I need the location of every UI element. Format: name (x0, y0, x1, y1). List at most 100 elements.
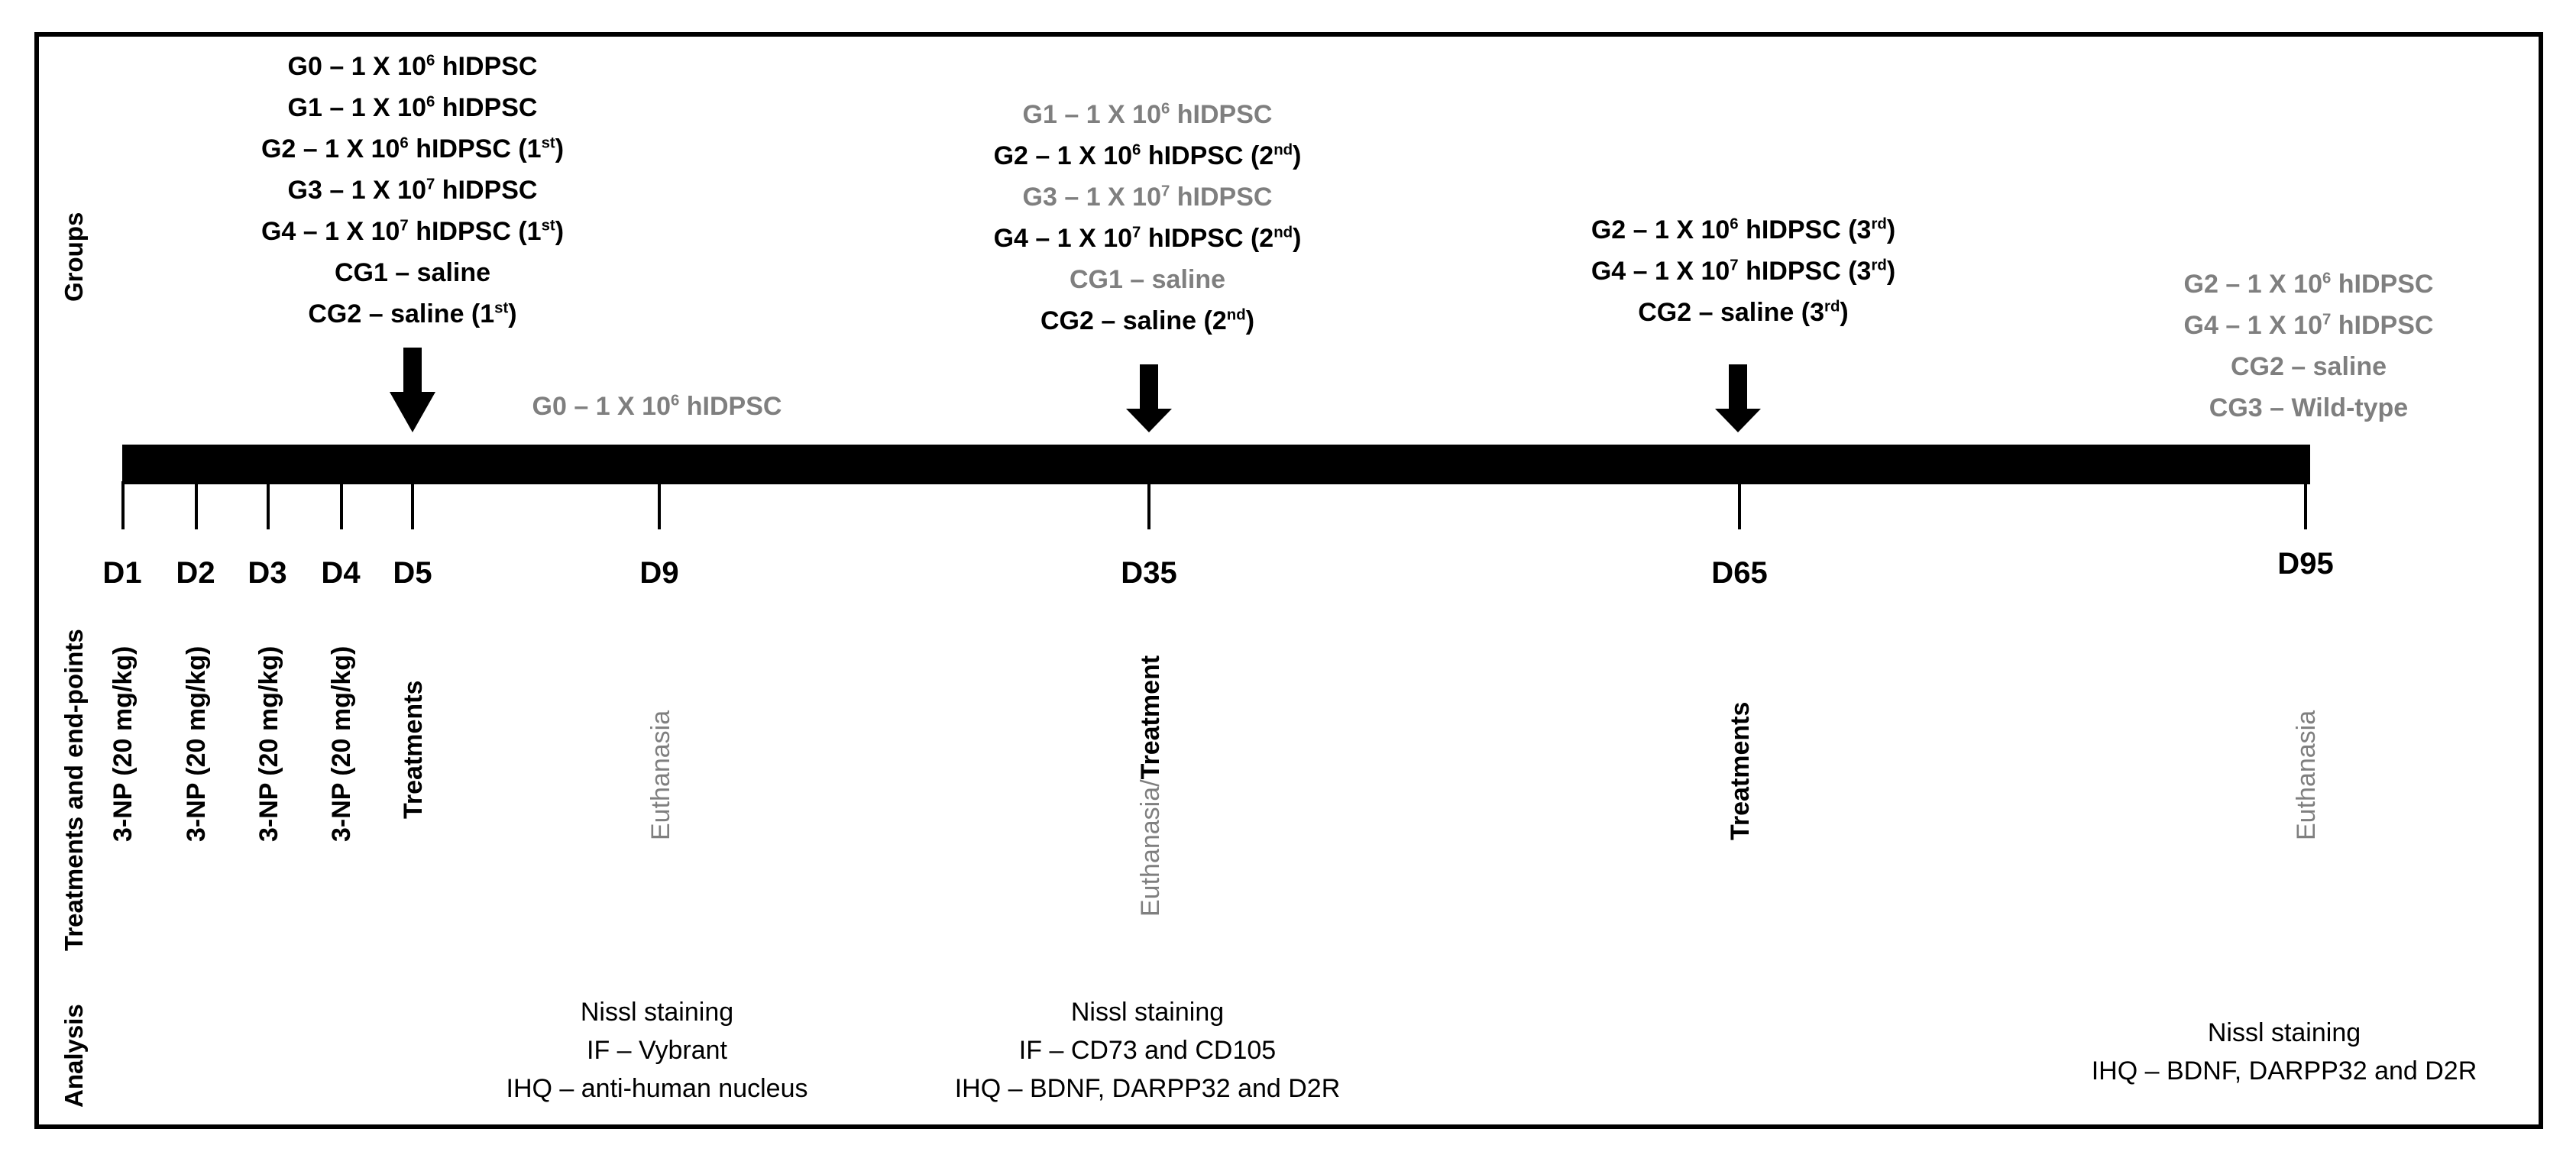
group-line-text: hIDPSC (2331, 270, 2434, 299)
group-line-text: hIDPSC (435, 93, 538, 122)
timeline-tick (2304, 481, 2307, 529)
group-line: G2 – 1 X 106 hIDPSC (3rd) (1591, 209, 1895, 251)
group-line-text: CG1 – saline (1069, 265, 1226, 294)
group-line-superscript: st (541, 217, 555, 235)
group-line: G1 – 1 X 106 hIDPSC (994, 94, 1302, 135)
group-line-text: G3 – 1 X 10 (287, 176, 426, 205)
analysis-line: IHQ – BDNF, DARPP32 and D2R (2091, 1056, 2477, 1085)
analysis-line: Nissl staining (580, 998, 734, 1027)
group-line-text: CG1 – saline (334, 258, 491, 287)
treatment-label: 3-NP (20 mg/kg) (254, 645, 283, 842)
down-arrow-icon (390, 348, 435, 432)
day-label: D4 (321, 556, 361, 590)
group-line-superscript: 7 (1132, 224, 1141, 241)
group-line-superscript: st (494, 299, 509, 317)
group-line-text: hIDPSC (435, 176, 538, 205)
group-line-text: G3 – 1 X 10 (1022, 183, 1161, 212)
group-line-superscript: nd (1273, 224, 1293, 241)
group-line-text: hIDPSC (1 (408, 217, 542, 246)
day-label: D9 (639, 556, 679, 590)
analysis-line: Nissl staining (2207, 1018, 2361, 1047)
group-line-superscript: 7 (426, 176, 435, 193)
group-line-text: hIDPSC (3 (1738, 257, 1872, 286)
group-line-text: ) (1293, 141, 1302, 170)
timeline-tick (195, 481, 198, 529)
group-line-superscript: 7 (400, 217, 409, 235)
group-line-superscript: 6 (2322, 270, 2332, 287)
group-line: G4 – 1 X 107 hIDPSC (2184, 305, 2434, 346)
group-line: CG2 – saline (1st) (261, 293, 564, 335)
group-line: CG1 – saline (994, 259, 1302, 300)
group-line-text: ) (555, 217, 565, 246)
group-block-d65: G2 – 1 X 106 hIDPSC (3rd)G4 – 1 X 107 hI… (1591, 209, 1895, 333)
timeline-tick (121, 481, 125, 529)
group-line-superscript: rd (1871, 215, 1887, 233)
day-label: D35 (1121, 556, 1177, 590)
timeline-tick (1147, 481, 1150, 529)
group-line-text: hIDPSC (2 (1141, 141, 1274, 170)
treatment-label: Treatments (1726, 701, 1755, 840)
group-line: CG2 – saline (2184, 346, 2434, 387)
treatment-label: 3-NP (20 mg/kg) (327, 645, 356, 842)
group-line-superscript: nd (1273, 141, 1293, 159)
analysis-line: Nissl staining (1070, 998, 1225, 1027)
day-label: D95 (2277, 547, 2334, 581)
group-line-text: G4 – 1 X 10 (261, 217, 400, 246)
treatment-label: Euthanasia (646, 710, 675, 840)
group-line-text: hIDPSC (3 (1738, 215, 1872, 244)
timeline-tick (267, 481, 270, 529)
group-line-superscript: nd (1226, 306, 1246, 324)
treatment-label-part: Euthanasia/ (1136, 779, 1165, 917)
group-line: CG2 – saline (3rd) (1591, 292, 1895, 333)
group-line-text: hIDPSC (1170, 100, 1273, 129)
analysis-line: IHQ – anti-human nucleus (506, 1074, 808, 1103)
group-line: G3 – 1 X 107 hIDPSC (261, 170, 564, 211)
group-line-text: ) (1886, 257, 1896, 286)
group-line-superscript: 6 (426, 52, 435, 70)
group-line-text: CG3 – Wild-type (2209, 393, 2409, 422)
timeline-tick (1738, 481, 1741, 529)
group-line-text: G0 – 1 X 10 (532, 392, 671, 421)
group-line: G0 – 1 X 106 hIDPSC (532, 386, 782, 427)
group-line: CG1 – saline (261, 252, 564, 293)
group-line: G4 – 1 X 107 hIDPSC (2nd) (994, 218, 1302, 259)
group-line-text: ) (1245, 306, 1255, 335)
group-line-text: ) (1840, 298, 1849, 327)
group-line: G4 – 1 X 107 hIDPSC (3rd) (1591, 251, 1895, 292)
group-line-superscript: st (541, 134, 555, 152)
group-line-text: CG2 – saline (3 (1638, 298, 1825, 327)
treatment-label: Treatments (399, 680, 428, 819)
treatment-label-part: Treatment (1136, 655, 1165, 780)
group-line: G2 – 1 X 106 hIDPSC (2nd) (994, 135, 1302, 176)
timeline-bar (122, 445, 2310, 484)
group-line-superscript: 6 (426, 93, 435, 111)
group-line-text: ) (1293, 224, 1302, 253)
timeline-tick (658, 481, 661, 529)
group-line: CG3 – Wild-type (2184, 387, 2434, 429)
group-line-superscript: 6 (400, 134, 409, 152)
analysis-block-d95: Nissl staining IHQ – BDNF, DARPP32 and D… (2092, 1014, 2477, 1090)
group-line-text: G0 – 1 X 10 (287, 52, 426, 81)
analysis-block-d9: Nissl staining IF – Vybrant IHQ – anti-h… (506, 993, 808, 1108)
day-label: D5 (393, 556, 432, 590)
analysis-line: IHQ – BDNF, DARPP32 and D2R (954, 1074, 1341, 1103)
group-line-superscript: 6 (1161, 100, 1170, 118)
analysis-block-d35: Nissl staining IF – CD73 and CD105 IHQ –… (955, 993, 1341, 1108)
group-line-text: G2 – 1 X 10 (2183, 270, 2322, 299)
group-line-superscript: rd (1824, 298, 1840, 315)
group-line-text: hIDPSC (1 (408, 134, 542, 163)
group-line: G3 – 1 X 107 hIDPSC (994, 176, 1302, 218)
treatment-label: 3-NP (20 mg/kg) (108, 645, 138, 842)
group-line-superscript: 6 (1730, 215, 1739, 233)
day-label: D1 (102, 556, 142, 590)
group-line-text: G2 – 1 X 10 (261, 134, 400, 163)
group-line-text: hIDPSC (435, 52, 538, 81)
group-line-text: G4 – 1 X 10 (993, 224, 1133, 253)
group-line-superscript: rd (1871, 257, 1887, 274)
group-line-superscript: 6 (671, 392, 680, 409)
group-line: G4 – 1 X 107 hIDPSC (1st) (261, 211, 564, 252)
group-line-superscript: 7 (1730, 257, 1739, 274)
